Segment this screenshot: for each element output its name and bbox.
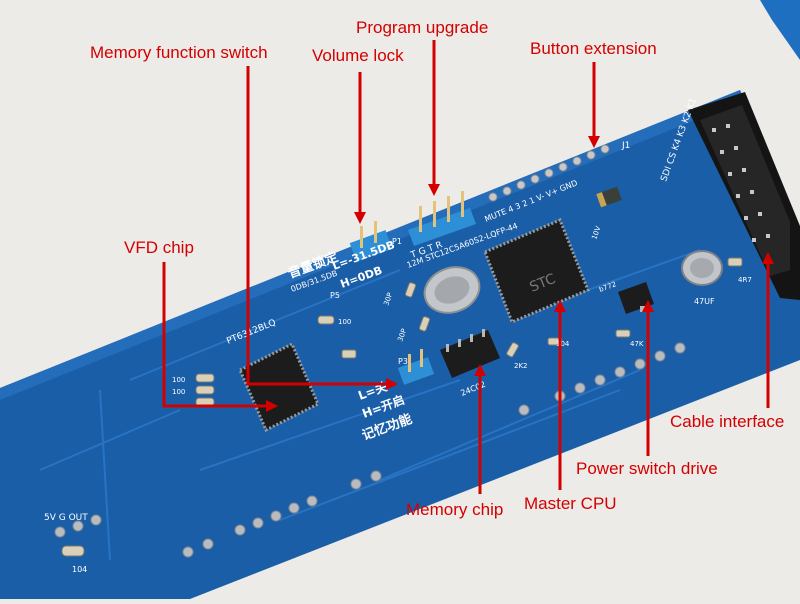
label-memory-function-switch: Memory function switch — [90, 43, 268, 62]
label-button-extension: Button extension — [530, 39, 657, 58]
second-board-corner — [760, 0, 800, 60]
res-100-a: 100 — [172, 376, 185, 384]
electrolytic-capacitor — [681, 250, 723, 286]
label-vfd-chip: VFD chip — [124, 238, 194, 257]
label-memory-chip: Memory chip — [406, 500, 504, 519]
callout-arrows — [162, 40, 774, 494]
volume-lock-jumper — [349, 221, 393, 262]
label-master-cpu: Master CPU — [524, 494, 617, 513]
label-cable-interface: Cable interface — [670, 412, 785, 431]
res-100-top: 100 — [338, 318, 351, 326]
pcb-traces — [39, 249, 701, 561]
p1-label-top: P1 — [392, 237, 402, 246]
vfd-chip — [238, 341, 320, 433]
arrow-memory-switch — [246, 66, 398, 390]
cap-104-bottom: 104 — [72, 565, 87, 574]
crystal-oscillator — [423, 266, 481, 314]
arrow-vfd-chip — [162, 262, 278, 412]
vfd-resistors — [195, 349, 357, 407]
memory-function-jumper — [397, 349, 435, 385]
res-4r7: 4R7 — [738, 276, 752, 284]
p5-label: P5 — [330, 291, 340, 300]
cable-connector — [688, 92, 800, 300]
cap-104-cpu: 104 — [556, 340, 570, 348]
j1-label: J1 — [621, 141, 630, 151]
button-extension-pads — [488, 144, 610, 202]
p3-label: P3 — [398, 357, 408, 366]
res-2k2: 2K2 — [514, 362, 528, 370]
res-47k: 47K — [630, 340, 644, 348]
tantalum-capacitor — [596, 186, 622, 208]
power-pins — [54, 514, 102, 557]
label-power-switch-drive: Power switch drive — [576, 459, 718, 478]
memory-chip — [440, 329, 500, 378]
master-cpu-chip — [483, 218, 590, 324]
label-program-upgrade: Program upgrade — [356, 18, 489, 37]
label-volume-lock: Volume lock — [312, 46, 404, 65]
cap-47uf: 47UF — [694, 297, 715, 306]
program-upgrade-header — [408, 191, 476, 246]
res-100-b: 100 — [172, 388, 185, 396]
power-pins-label: 5V G OUT — [44, 513, 88, 523]
pcb-board — [0, 90, 800, 599]
